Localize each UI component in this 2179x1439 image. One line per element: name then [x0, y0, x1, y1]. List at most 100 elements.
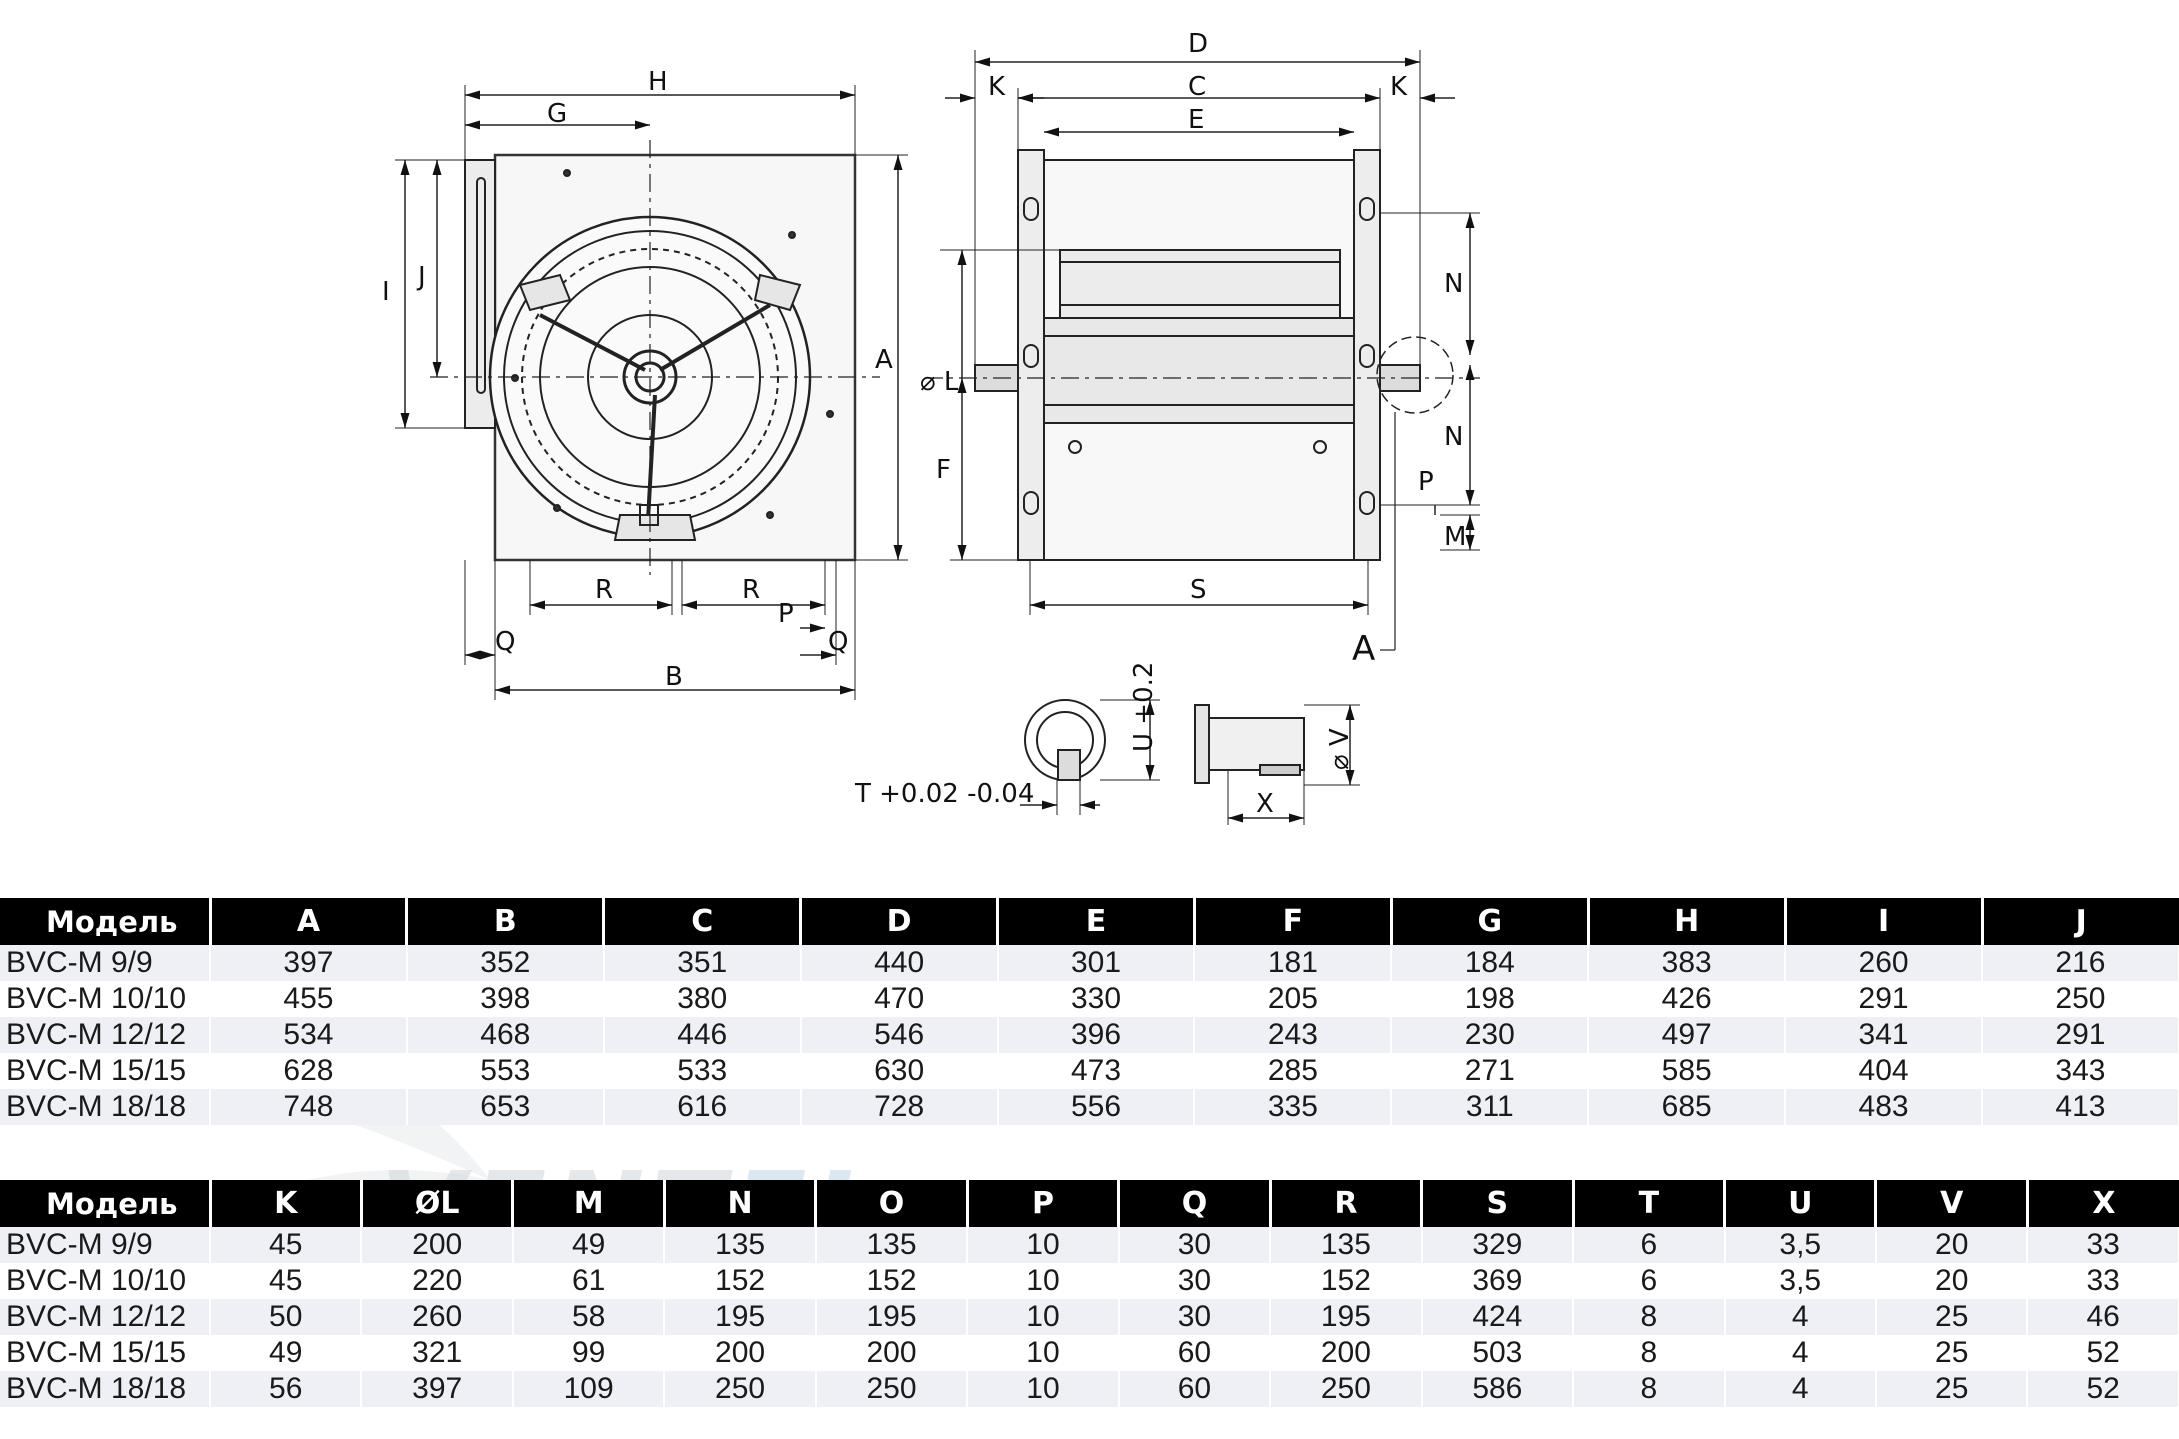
table-cell: 250	[815, 1371, 969, 1407]
table-cell: 10	[967, 1371, 1120, 1407]
table-cell: 52	[2027, 1371, 2179, 1407]
table-cell: 468	[406, 1017, 605, 1053]
model-cell: BVC-M 15/15	[0, 1053, 211, 1089]
label-L: ⌀ L	[920, 367, 959, 397]
table-cell: 285	[1194, 1053, 1393, 1089]
table-cell: 503	[1421, 1335, 1575, 1371]
table-cell: 6	[1573, 1263, 1726, 1299]
label-V: ⌀ V	[1325, 728, 1355, 770]
label-J: J	[416, 262, 426, 292]
table-cell: 533	[603, 1053, 802, 1089]
label-N1: N	[1444, 269, 1463, 299]
front-view-labels: H G I J A R R P Q Q B	[382, 67, 893, 692]
table-cell: 216	[1982, 945, 2179, 981]
table-cell: 49	[210, 1335, 363, 1371]
side-view	[925, 50, 1480, 651]
model-cell: BVC-M 10/10	[0, 1263, 211, 1299]
column-header: C	[603, 898, 803, 945]
table-cell: 45	[210, 1227, 363, 1263]
table-cell: 135	[664, 1227, 817, 1263]
table-cell: 397	[210, 945, 408, 981]
label-P: P	[778, 599, 794, 629]
table-cell: 351	[603, 945, 802, 981]
table-cell: 630	[800, 1053, 999, 1089]
table-cell: 33	[2027, 1263, 2179, 1299]
table-cell: 200	[1270, 1335, 1423, 1371]
table-cell: 586	[1421, 1371, 1575, 1407]
table-cell: 404	[1785, 1053, 1984, 1089]
table-cell: 628	[210, 1053, 408, 1089]
table-cell: 398	[406, 981, 605, 1017]
table-cell: 10	[967, 1335, 1120, 1371]
table-cell: 25	[1875, 1371, 2029, 1407]
label-F: F	[936, 455, 951, 485]
table-cell: 250	[1982, 981, 2179, 1017]
table-cell: 220	[361, 1263, 514, 1299]
table-cell: 330	[997, 981, 1196, 1017]
table-cell: 250	[1270, 1371, 1423, 1407]
label-Q2: Q	[828, 627, 848, 657]
label-R1: R	[595, 575, 613, 605]
table-cell: 3,5	[1724, 1263, 1877, 1299]
side-view-labels: D K C K E N N ⌀ L F P M S A	[920, 29, 1466, 669]
column-header: E	[997, 898, 1196, 945]
label-N2: N	[1444, 422, 1463, 452]
table-cell: 10	[967, 1227, 1120, 1263]
label-P-side: P	[1418, 467, 1434, 497]
table-cell: 553	[406, 1053, 605, 1089]
table-cell: 301	[997, 945, 1196, 981]
table-cell: 184	[1391, 945, 1590, 981]
table-cell: 8	[1573, 1299, 1726, 1335]
table-cell: 152	[664, 1263, 817, 1299]
column-header: ØL	[361, 1180, 515, 1227]
column-header-model: Модель	[0, 1180, 212, 1227]
table-cell: 56	[210, 1371, 363, 1407]
table-cell: 748	[210, 1089, 408, 1125]
table-cell: 311	[1391, 1089, 1590, 1125]
column-header: Q	[1118, 1180, 1272, 1227]
table-cell: 152	[815, 1263, 969, 1299]
model-cell: BVC-M 15/15	[0, 1335, 211, 1371]
table-cell: 4	[1724, 1371, 1877, 1407]
table-cell: 426	[1588, 981, 1787, 1017]
table-cell: 25	[1875, 1299, 2029, 1335]
table-cell: 440	[800, 945, 999, 981]
table-cell: 61	[512, 1263, 666, 1299]
column-header: M	[512, 1180, 666, 1227]
model-cell: BVC-M 9/9	[0, 1227, 211, 1263]
table-cell: 6	[1573, 1227, 1726, 1263]
label-detail-A: A	[1352, 629, 1375, 669]
model-cell: BVC-M 9/9	[0, 945, 211, 981]
table-cell: 396	[997, 1017, 1196, 1053]
table-cell: 335	[1194, 1089, 1393, 1125]
table-cell: 260	[1785, 945, 1984, 981]
table-cell: 20	[1875, 1263, 2029, 1299]
table-cell: 30	[1118, 1263, 1272, 1299]
table-cell: 546	[800, 1017, 999, 1053]
table-cell: 3,5	[1724, 1227, 1877, 1263]
table-cell: 653	[406, 1089, 605, 1125]
column-header: U	[1724, 1180, 1878, 1227]
table-cell: 195	[664, 1299, 817, 1335]
table-cell: 200	[664, 1335, 817, 1371]
label-T: T +0.02 -0.04	[854, 779, 1034, 809]
table-cell: 329	[1421, 1227, 1575, 1263]
table-cell: 260	[361, 1299, 514, 1335]
label-K2: K	[1390, 72, 1408, 102]
table-cell: 446	[603, 1017, 802, 1053]
model-cell: BVC-M 18/18	[0, 1371, 211, 1407]
column-header: P	[967, 1180, 1121, 1227]
table-cell: 685	[1588, 1089, 1787, 1125]
column-header: N	[664, 1180, 818, 1227]
column-header: R	[1270, 1180, 1424, 1227]
label-S: S	[1190, 575, 1207, 605]
table-cell: 616	[603, 1089, 802, 1125]
column-header: I	[1785, 898, 1984, 945]
table-cell: 60	[1118, 1371, 1272, 1407]
table-cell: 205	[1194, 981, 1393, 1017]
table-cell: 424	[1421, 1299, 1575, 1335]
